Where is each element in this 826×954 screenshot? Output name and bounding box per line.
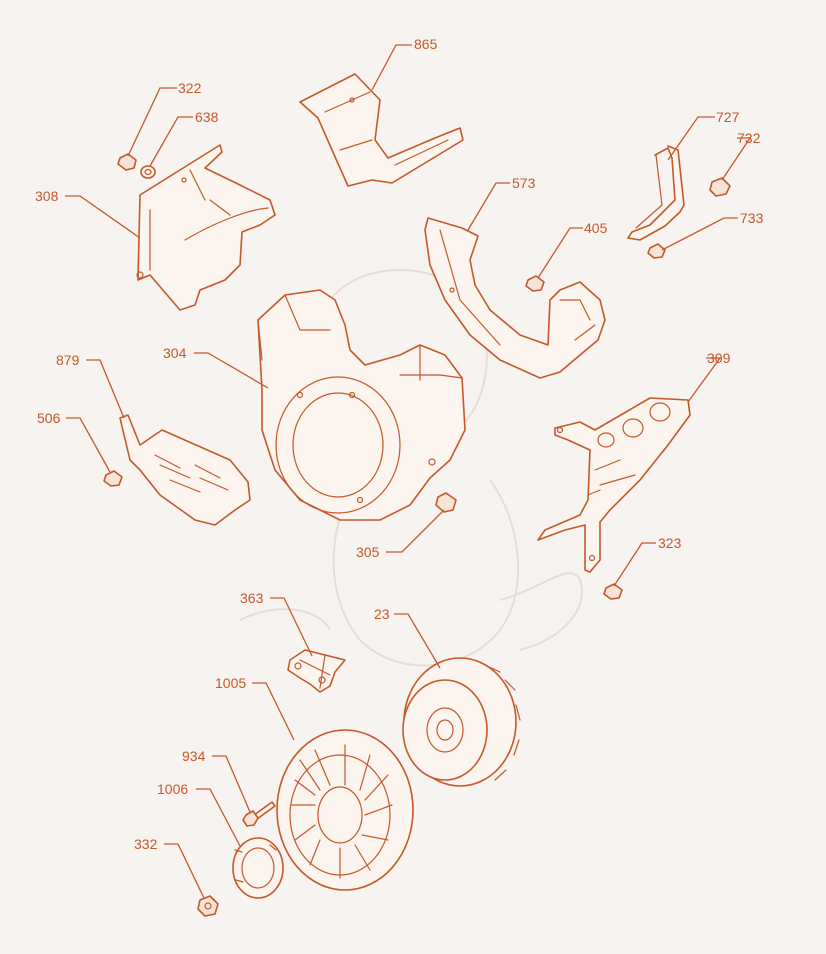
leader-1005 — [252, 682, 295, 741]
part-304-blower-housing — [257, 289, 466, 521]
leader-733 — [661, 217, 738, 251]
callout-23: 23 — [374, 606, 390, 622]
callout-934: 934 — [182, 748, 206, 764]
leader-865 — [371, 44, 412, 91]
callout-323: 323 — [658, 535, 682, 551]
callout-1006: 1006 — [157, 781, 188, 797]
callout-363: 363 — [240, 590, 264, 606]
callout-405: 405 — [584, 220, 608, 236]
part-879-plate — [119, 414, 251, 526]
callout-332: 332 — [134, 836, 158, 852]
part-733-bolt — [647, 243, 666, 259]
part-1005-cooling-fan — [276, 729, 414, 891]
leader-lines — [65, 44, 752, 899]
part-506-bolt — [103, 470, 123, 487]
callout-1005: 1005 — [215, 675, 246, 691]
leader-322 — [127, 87, 177, 157]
callout-638: 638 — [195, 109, 219, 125]
callout-733: 733 — [740, 210, 764, 226]
leader-1006 — [196, 788, 241, 847]
part-322-bolt — [117, 153, 137, 171]
leader-305 — [386, 509, 445, 553]
leader-23 — [394, 613, 441, 669]
callout-labels: 865 322 638 308 727 732 573 405 733 304 … — [35, 36, 764, 852]
callout-304: 304 — [163, 345, 187, 361]
part-727-bracket — [627, 145, 685, 241]
part-309-side-shroud — [537, 397, 691, 573]
leader-332 — [164, 843, 205, 899]
callout-865: 865 — [414, 36, 438, 52]
part-573-curved-baffle — [424, 217, 606, 379]
part-732-bolt — [709, 177, 731, 197]
leader-363 — [270, 597, 313, 657]
part-23-flywheel — [402, 657, 521, 787]
callout-879: 879 — [56, 352, 80, 368]
callout-573: 573 — [512, 175, 536, 191]
leader-308 — [65, 195, 141, 239]
callout-305: 305 — [356, 544, 380, 560]
part-865-upper-shroud — [299, 73, 464, 187]
callout-732: 732 — [737, 130, 761, 146]
leader-573 — [467, 182, 510, 231]
leader-405 — [537, 227, 583, 279]
leader-304 — [194, 352, 269, 389]
part-934-bolt — [242, 801, 276, 827]
callout-322: 322 — [178, 80, 202, 96]
part-323-bolt — [603, 583, 623, 600]
part-305-bolt — [435, 492, 457, 513]
part-308-left-baffle — [136, 144, 276, 311]
callout-308: 308 — [35, 188, 59, 204]
leader-879 — [86, 359, 125, 419]
part-332-nut — [197, 895, 219, 917]
part-1006-screen — [232, 837, 284, 899]
leader-309 — [687, 357, 722, 403]
part-405-bolt — [525, 275, 545, 292]
leader-727 — [667, 116, 715, 161]
leader-934 — [212, 755, 251, 813]
callout-309: 309 — [707, 350, 731, 366]
part-638-washer — [140, 165, 156, 179]
leader-732 — [721, 137, 752, 181]
callout-506: 506 — [37, 410, 61, 426]
leader-638 — [149, 116, 193, 167]
callout-727: 727 — [716, 109, 740, 125]
part-363-ignition-coil — [287, 649, 346, 693]
leader-323 — [613, 542, 656, 587]
leader-506 — [66, 417, 111, 473]
